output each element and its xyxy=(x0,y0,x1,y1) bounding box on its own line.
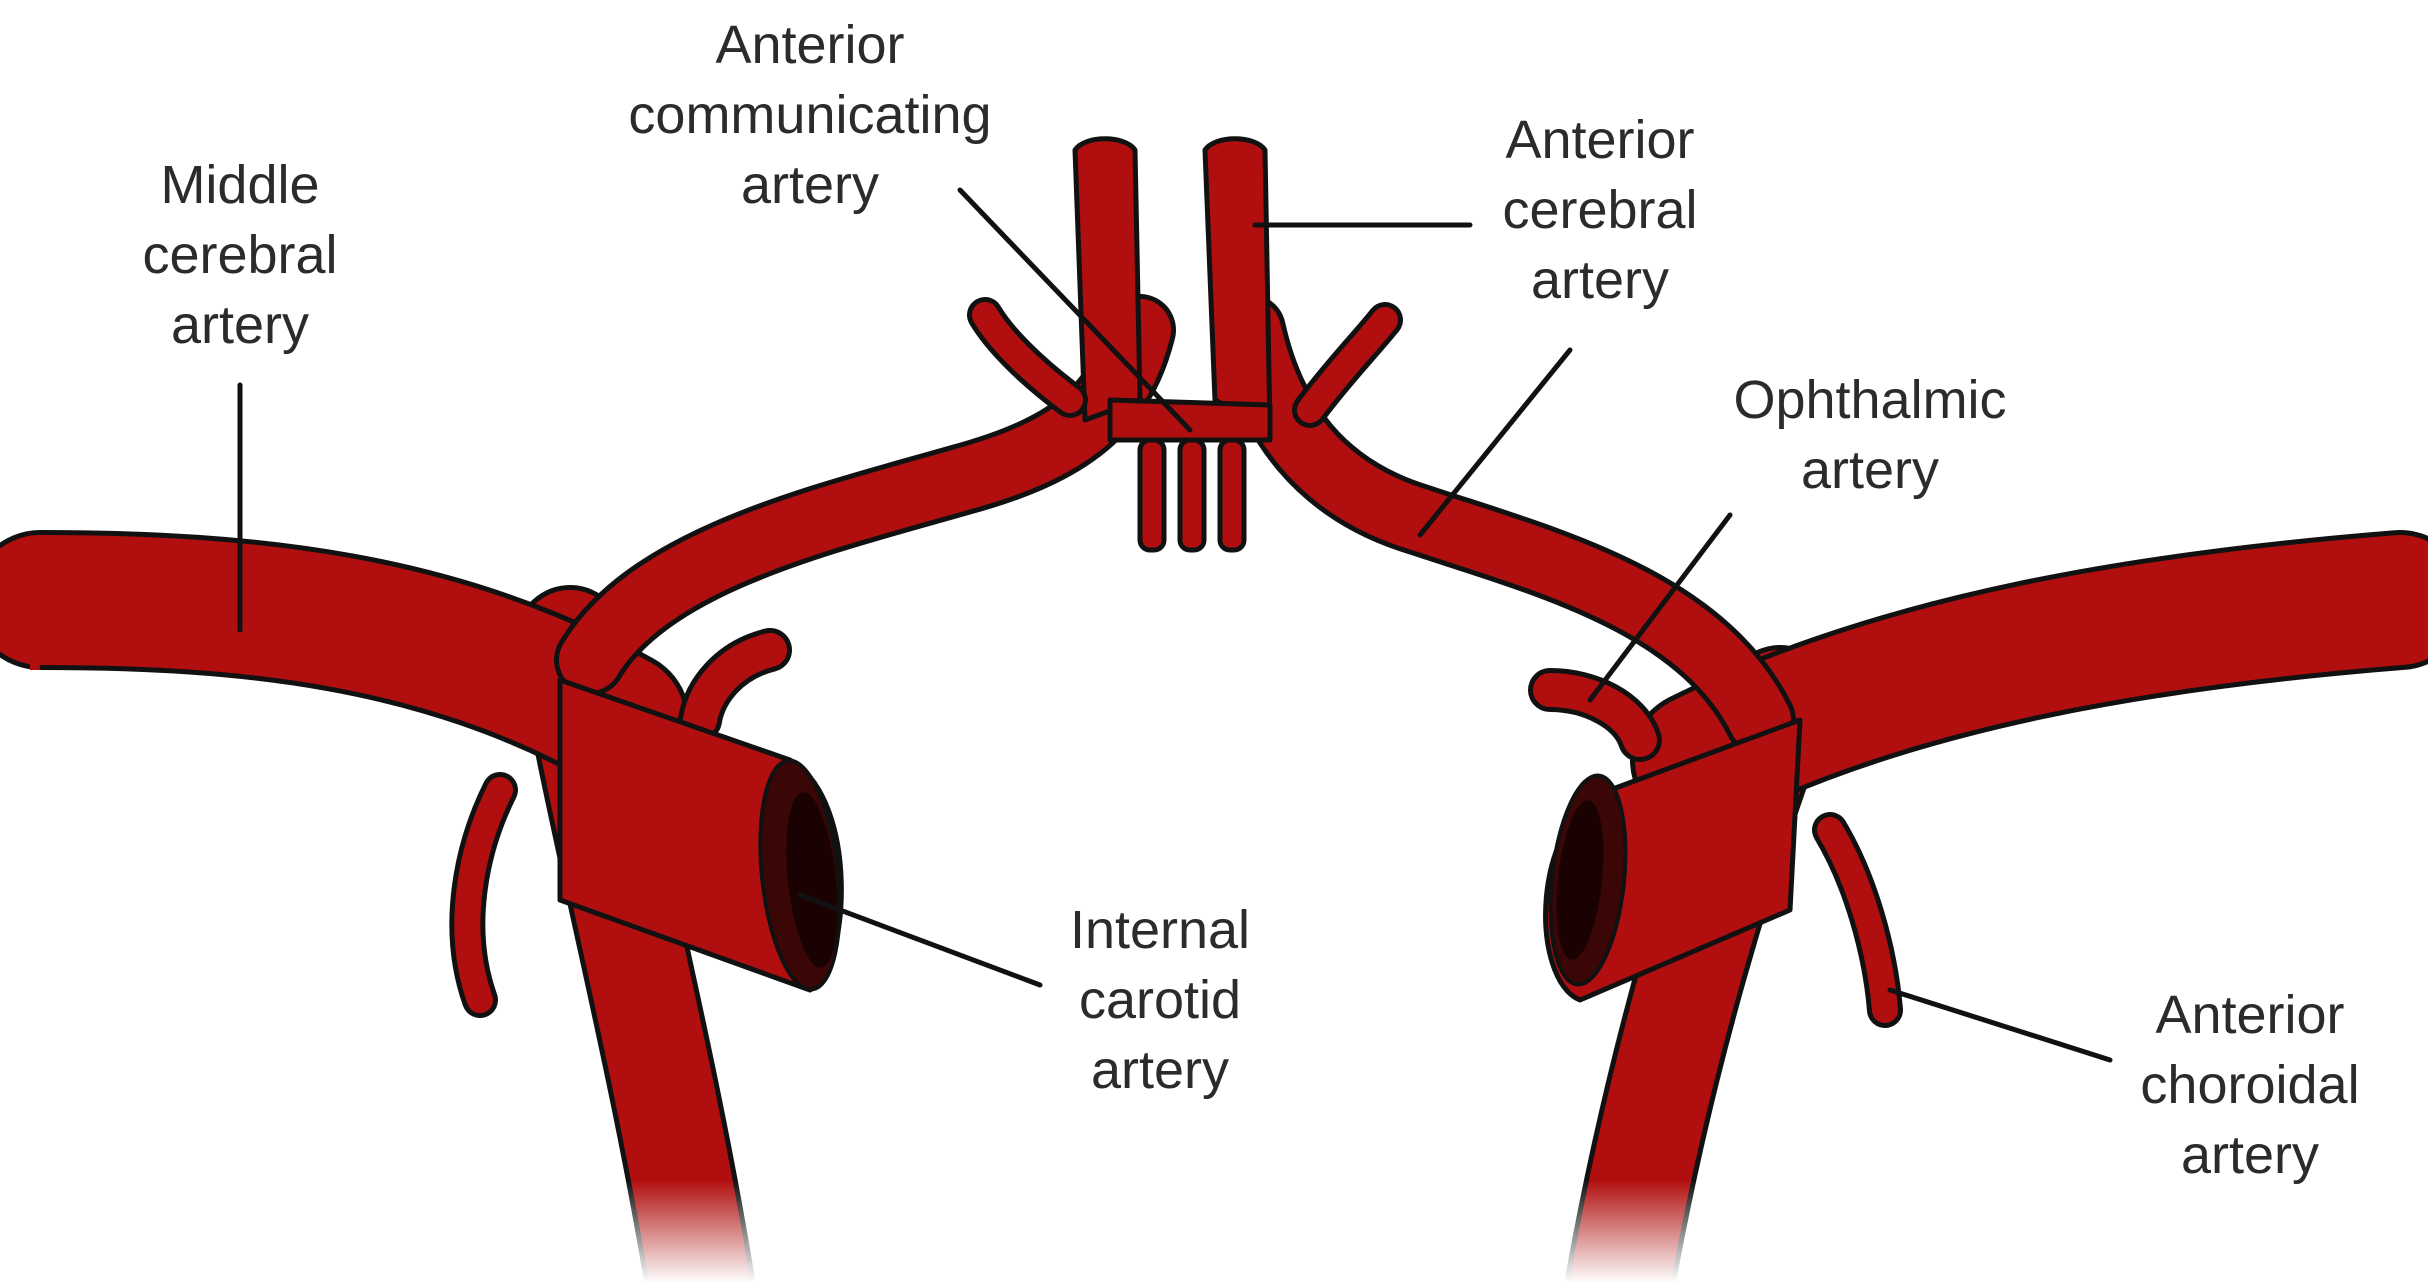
label-line: artery xyxy=(1020,1035,1300,1105)
right-anterior-cerebral-vertical xyxy=(1205,139,1270,430)
label-internal-carotid-artery: Internal carotid artery xyxy=(1020,895,1300,1105)
leader-anterior-choroidal xyxy=(1890,990,2110,1060)
label-line: Anterior xyxy=(580,10,1040,80)
label-line: artery xyxy=(580,150,1040,220)
label-line: artery xyxy=(1450,245,1750,315)
label-line: artery xyxy=(2100,1120,2400,1190)
left-middle-cerebral-artery xyxy=(30,530,620,720)
label-anterior-choroidal-artery: Anterior choroidal artery xyxy=(2100,980,2400,1190)
right-middle-cerebral-artery xyxy=(1700,600,2400,760)
label-line: cerebral xyxy=(110,220,370,290)
left-posterior-communicating-branch xyxy=(700,650,770,720)
label-line: Anterior xyxy=(1450,105,1750,175)
right-center-side-branch xyxy=(1310,320,1385,410)
left-anterior-cerebral-vertical xyxy=(1075,139,1140,420)
label-line: Middle xyxy=(110,150,370,220)
anterior-communicating-bridge xyxy=(1110,400,1270,440)
label-line: Anterior xyxy=(2100,980,2400,1050)
label-line: cerebral xyxy=(1450,175,1750,245)
label-anterior-communicating-artery: Anterior communicating artery xyxy=(580,10,1040,220)
label-line: artery xyxy=(1690,435,2050,505)
label-anterior-cerebral-artery: Anterior cerebral artery xyxy=(1450,105,1750,315)
label-ophthalmic-artery: Ophthalmic artery xyxy=(1690,365,2050,505)
label-line: carotid xyxy=(1020,965,1300,1035)
label-line: Internal xyxy=(1020,895,1300,965)
label-middle-cerebral-artery: Middle cerebral artery xyxy=(110,150,370,360)
label-line: artery xyxy=(110,290,370,360)
right-anterior-choroidal-branch xyxy=(1830,830,1885,1010)
left-center-side-branch xyxy=(985,315,1070,400)
perforating-branches xyxy=(1140,440,1244,550)
bottom-fade xyxy=(0,1180,2428,1283)
label-line: Ophthalmic xyxy=(1690,365,2050,435)
left-small-branch-lower xyxy=(467,790,500,1000)
label-line: choroidal xyxy=(2100,1050,2400,1120)
label-line: communicating xyxy=(580,80,1040,150)
